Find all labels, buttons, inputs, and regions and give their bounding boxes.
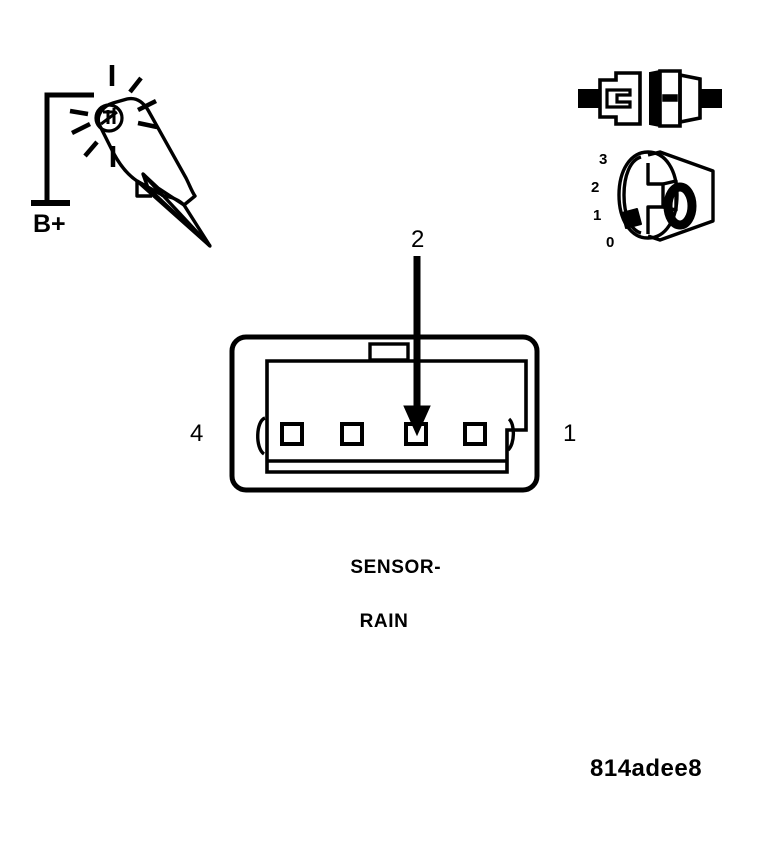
down-arrow-icon bbox=[403, 256, 431, 437]
ignition-position-3: 3 bbox=[599, 151, 608, 168]
diagram-id-code: 814adee8 bbox=[590, 755, 703, 782]
power-source-label: B+ bbox=[33, 210, 66, 238]
connector-left-pin-label: 4 bbox=[190, 420, 204, 447]
ignition-key-switch-icon bbox=[617, 150, 715, 242]
connector-pin-3 bbox=[340, 422, 364, 446]
connector-right-pin-label: 1 bbox=[563, 420, 577, 447]
connector-name: SENSOR- RAIN bbox=[0, 539, 768, 669]
connector-name-line-2: RAIN bbox=[359, 611, 409, 632]
light-rays-icon bbox=[69, 65, 158, 167]
battery-positive-terminal-icon bbox=[31, 92, 94, 206]
ignition-position-0: 0 bbox=[606, 234, 615, 251]
connector-pin-1 bbox=[463, 422, 487, 446]
arrow-pin-label: 2 bbox=[411, 226, 425, 253]
ignition-position-1: 1 bbox=[593, 207, 602, 224]
ignition-position-2: 2 bbox=[591, 179, 600, 196]
test-light-probe-icon bbox=[96, 96, 212, 248]
four-pin-connector-icon bbox=[229, 334, 540, 493]
connector-pin-4 bbox=[280, 422, 304, 446]
connector-name-line-1: SENSOR- bbox=[350, 557, 442, 578]
lamp-glow-icon bbox=[94, 103, 124, 133]
fuse-connector-icon bbox=[578, 69, 722, 128]
